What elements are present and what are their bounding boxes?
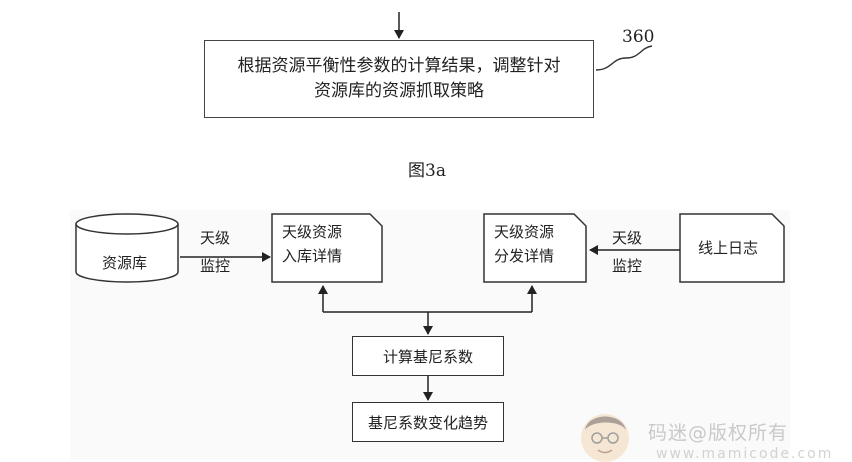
adjust-strategy-box: 根据资源平衡性参数的计算结果，调整针对 资源库的资源抓取策略 (204, 40, 594, 118)
watermark-url: www.mamicode.com (656, 446, 834, 462)
gini-trend-box: 基尼系数变化趋势 (352, 402, 504, 442)
resource-db-cylinder (75, 213, 179, 283)
ref-leader-line (595, 45, 653, 71)
bracket-connector (318, 285, 537, 335)
step-ref-number: 360 (622, 27, 655, 47)
doc-inbound-shape (271, 213, 383, 283)
monitor-left-line1: 天级 (200, 229, 231, 247)
doc-inbound-line1: 天级资源 (282, 223, 343, 241)
online-log-shape (679, 213, 785, 283)
adjust-strategy-line1: 根据资源平衡性参数的计算结果，调整针对 (237, 56, 561, 77)
figure-caption: 图3a (408, 161, 446, 181)
resource-db-label: 资源库 (102, 254, 148, 272)
monitor-right-line2: 监控 (612, 257, 643, 275)
online-log-label: 线上日志 (698, 239, 759, 257)
gini-trend-label: 基尼系数变化趋势 (367, 413, 488, 432)
watermark-avatar (581, 414, 629, 462)
doc-distribution-line2: 分发详情 (494, 247, 555, 265)
monitor-right-line1: 天级 (612, 229, 643, 247)
watermark-text: 码迷@版权所有 (648, 422, 789, 444)
monitor-left-line2: 监控 (200, 257, 231, 275)
doc-inbound-line2: 入库详情 (282, 247, 343, 265)
adjust-strategy-line2: 资源库的资源抓取策略 (314, 81, 484, 101)
doc-distribution-line1: 天级资源 (494, 223, 555, 241)
doc-distribution-shape (483, 213, 587, 283)
calc-gini-label: 计算基尼系数 (382, 347, 473, 366)
calc-gini-box: 计算基尼系数 (352, 336, 504, 376)
